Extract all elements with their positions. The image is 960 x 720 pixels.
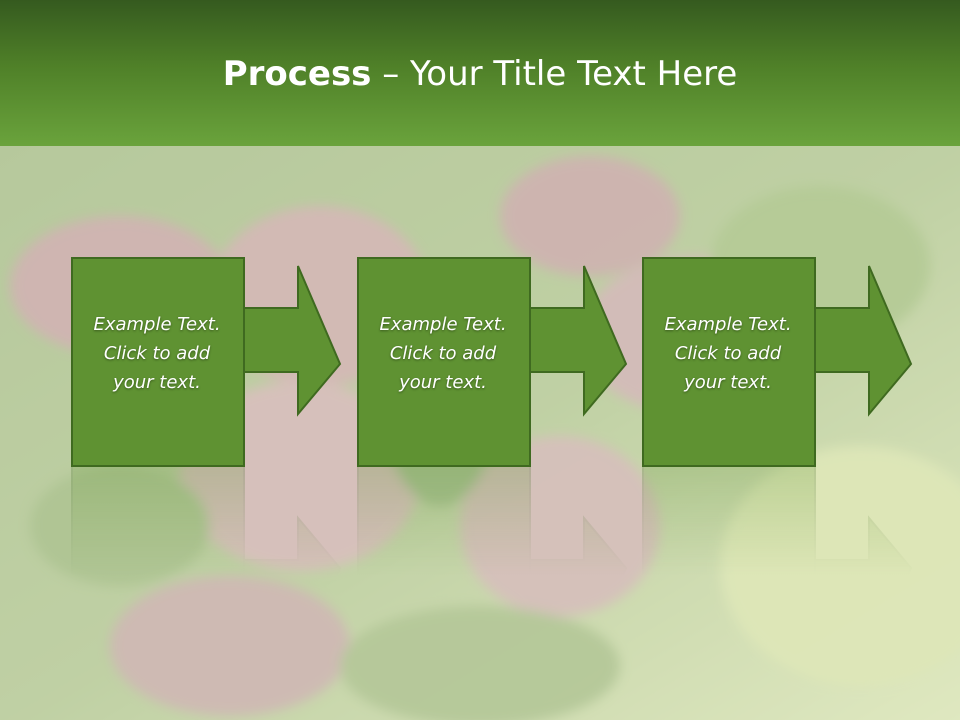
step-3-line-3: your text. [684, 372, 772, 393]
step-1-line-2: Click to add [103, 343, 211, 364]
slide-title[interactable]: Process – Your Title Text Here [0, 52, 960, 96]
step-2-line-1: Example Text. [379, 314, 507, 335]
title-strong: Process [222, 54, 372, 94]
title-bar [0, 0, 960, 146]
step-2-line-2: Click to add [389, 343, 497, 364]
step-3-line-1: Example Text. [664, 314, 792, 335]
step-2-text[interactable]: Example Text. Click to add your text. [358, 310, 528, 397]
step-3-text[interactable]: Example Text. Click to add your text. [643, 310, 813, 397]
title-rest: – Your Title Text Here [371, 54, 738, 94]
step-1-line-3: your text. [113, 372, 201, 393]
step-reflections [71, 465, 912, 675]
step-1-text[interactable]: Example Text. Click to add your text. [72, 310, 242, 397]
step-3-line-2: Click to add [674, 343, 782, 364]
step-1-line-1: Example Text. [93, 314, 221, 335]
step-2-line-3: your text. [399, 372, 487, 393]
